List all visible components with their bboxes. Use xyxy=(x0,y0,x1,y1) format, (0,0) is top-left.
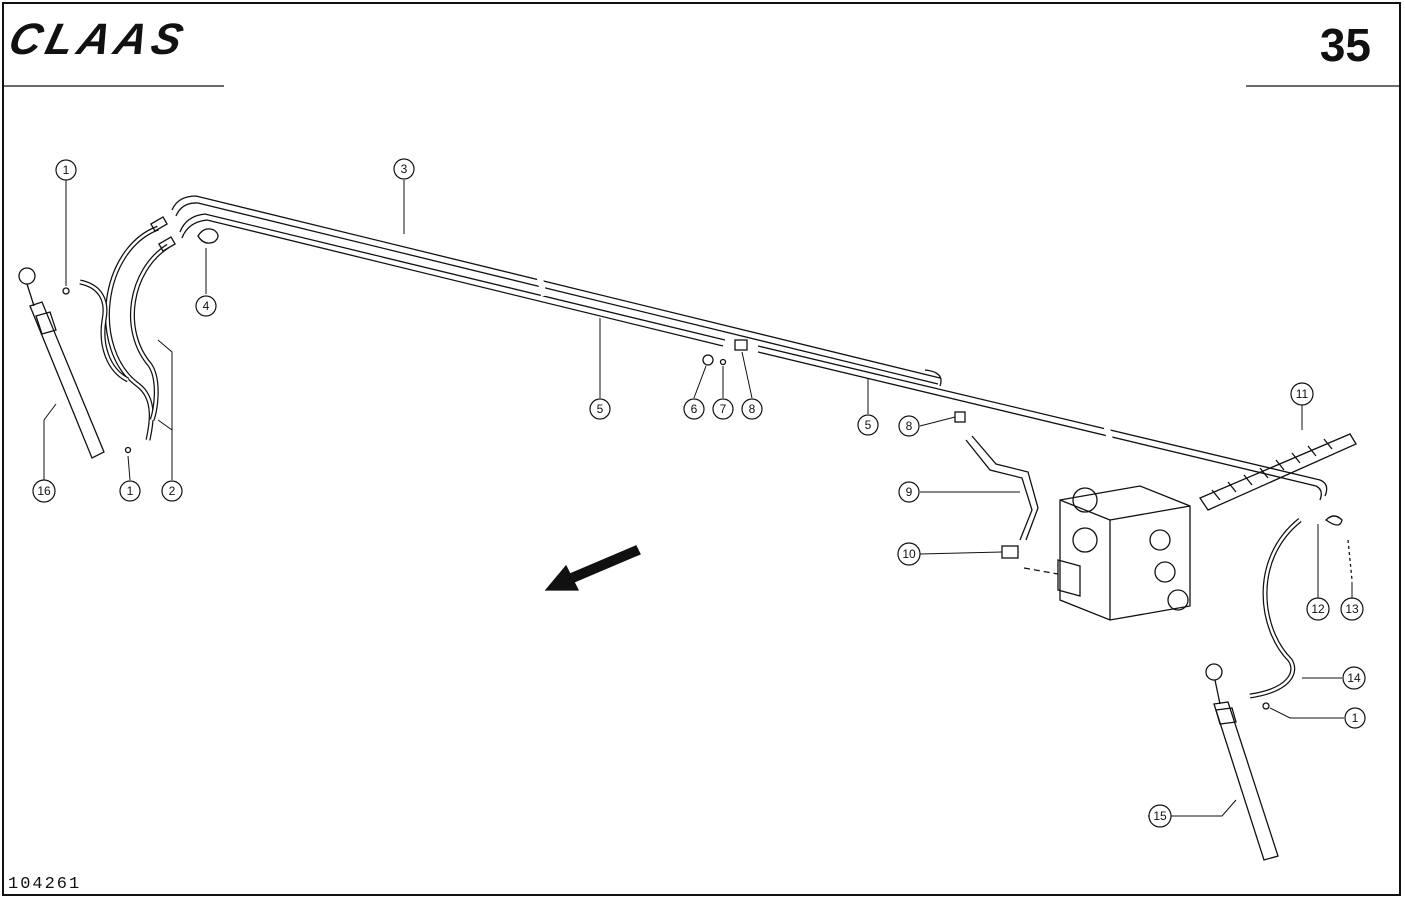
svg-text:1: 1 xyxy=(1352,711,1359,725)
svg-text:10: 10 xyxy=(902,547,916,561)
callout-5-left: 5 xyxy=(589,398,611,420)
svg-text:5: 5 xyxy=(597,402,604,416)
callout-1-right: 1 xyxy=(1344,707,1366,729)
callout-5-right: 5 xyxy=(857,414,879,436)
callout-2: 2 xyxy=(161,480,183,502)
callout-1-top-left: 1 xyxy=(55,159,77,181)
callout-4: 4 xyxy=(195,295,217,317)
tube-9 xyxy=(965,435,1039,541)
o-ring-1 xyxy=(62,287,70,295)
callout-11: 11 xyxy=(1290,382,1314,406)
svg-text:7: 7 xyxy=(720,402,727,416)
fitting-10 xyxy=(1001,545,1019,559)
leader-lines xyxy=(43,180,1353,817)
control-valve-block xyxy=(1023,485,1191,621)
tube-3 xyxy=(171,195,941,385)
callout-8-center: 8 xyxy=(741,398,763,420)
callout-15: 15 xyxy=(1148,804,1172,828)
o-ring-1 xyxy=(1262,702,1270,710)
svg-text:16: 16 xyxy=(37,484,51,498)
svg-text:8: 8 xyxy=(906,419,913,433)
callout-9: 9 xyxy=(898,481,920,503)
svg-text:2: 2 xyxy=(169,484,176,498)
nut-6 xyxy=(702,354,714,366)
clamp-12 xyxy=(1324,515,1343,526)
callout-3: 3 xyxy=(393,158,415,180)
svg-text:11: 11 xyxy=(1296,387,1309,401)
drawing-reference-number: 104261 xyxy=(8,875,82,894)
svg-text:9: 9 xyxy=(906,485,913,499)
bolt-13 xyxy=(1347,539,1353,581)
hose-fitting xyxy=(158,236,176,252)
svg-text:3: 3 xyxy=(401,162,408,176)
hydraulic-cylinder-16 xyxy=(18,267,105,459)
hose-14 xyxy=(1249,518,1302,699)
clamp-4 xyxy=(197,228,219,244)
svg-text:8: 8 xyxy=(749,402,756,416)
washer-7 xyxy=(719,358,727,366)
hoses-2 xyxy=(79,225,170,441)
svg-text:6: 6 xyxy=(691,402,698,416)
direction-arrow xyxy=(544,545,641,591)
hydraulic-cylinder-15 xyxy=(1205,663,1279,861)
svg-text:15: 15 xyxy=(1153,809,1167,823)
callout-10: 10 xyxy=(897,542,921,566)
callout-8-right: 8 xyxy=(898,415,920,437)
hose-bracket-11 xyxy=(1199,433,1357,511)
tube-3-bend xyxy=(924,369,942,387)
page-number: 35 xyxy=(1319,19,1371,71)
svg-text:13: 13 xyxy=(1345,602,1359,616)
union-8 xyxy=(734,339,748,351)
svg-text:5: 5 xyxy=(865,418,872,432)
callout-16: 16 xyxy=(32,479,56,503)
union-8 xyxy=(954,411,966,423)
svg-text:14: 14 xyxy=(1347,671,1361,685)
callout-14: 14 xyxy=(1342,666,1366,690)
svg-text:12: 12 xyxy=(1311,602,1325,616)
tube-5 xyxy=(179,213,1328,501)
callout-7: 7 xyxy=(712,398,734,420)
callout-13: 13 xyxy=(1340,597,1364,621)
o-ring-1 xyxy=(124,446,132,454)
svg-text:1: 1 xyxy=(127,484,134,498)
svg-text:4: 4 xyxy=(203,299,210,313)
svg-text:1: 1 xyxy=(63,163,70,177)
hose-fitting xyxy=(150,216,168,232)
callout-12: 12 xyxy=(1306,597,1330,621)
callout-1-lower-left: 1 xyxy=(119,480,141,502)
break-marks xyxy=(535,269,1113,441)
callout-6: 6 xyxy=(683,398,705,420)
